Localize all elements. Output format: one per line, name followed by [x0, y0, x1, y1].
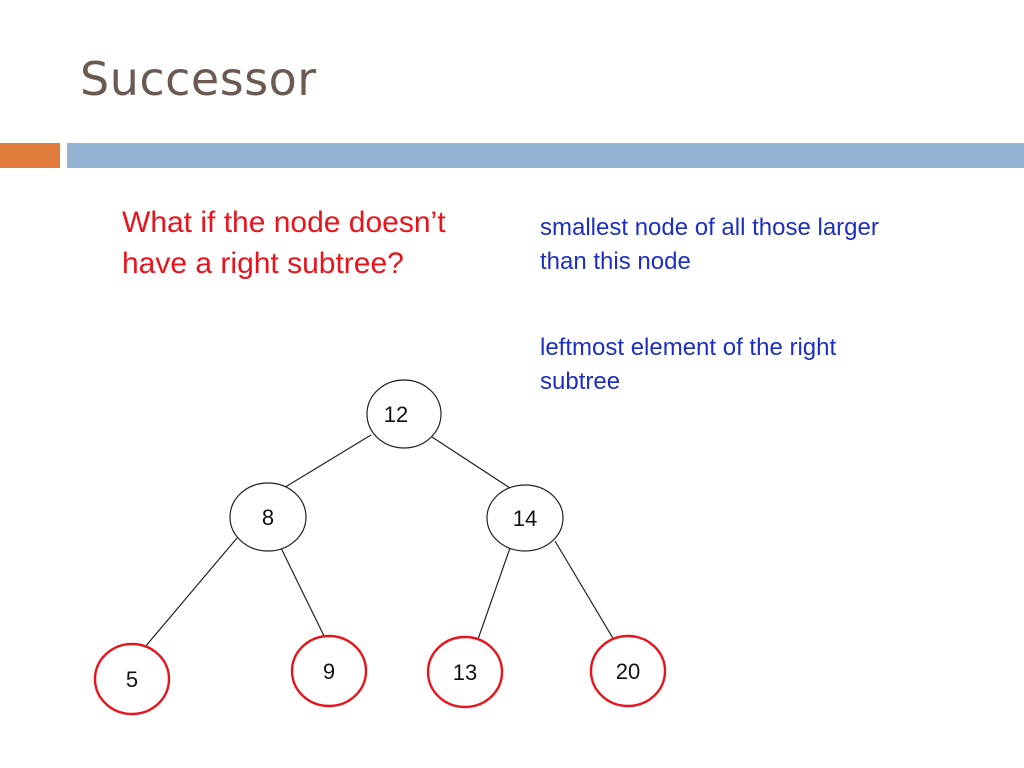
tree-edges — [144, 434, 615, 648]
tree-node-9: 9 — [290, 634, 368, 708]
note-definition: smallest node of all those larger than t… — [540, 214, 879, 275]
tree-node-14: 14 — [486, 484, 564, 552]
question-text: What if the node doesn’t have a right su… — [122, 206, 446, 280]
node-label: 12 — [384, 402, 408, 427]
tree-node-20: 20 — [589, 634, 667, 708]
tree-node-13: 13 — [426, 635, 504, 709]
node-circle — [426, 635, 504, 709]
edge-n14-n20 — [554, 540, 615, 641]
tree-node-12: 12 — [366, 379, 442, 449]
edge-n8-n5 — [144, 537, 238, 648]
node-circle — [589, 634, 667, 708]
tree-node-5: 5 — [93, 642, 171, 716]
slide-title: Successor — [80, 52, 317, 106]
edge-n12-n14 — [431, 436, 514, 491]
header-bar — [67, 143, 1024, 168]
accent-bar — [0, 143, 60, 168]
note-leftmost: leftmost element of the right subtree — [540, 334, 837, 395]
node-circle — [366, 379, 442, 449]
edge-n14-n13 — [476, 547, 511, 643]
node-label: 20 — [616, 659, 640, 684]
edge-n8-n9 — [280, 547, 327, 641]
tree-node-8: 8 — [229, 482, 307, 552]
node-circle — [486, 484, 564, 552]
node-label: 5 — [126, 667, 138, 692]
node-label: 13 — [453, 660, 477, 685]
node-circle — [229, 482, 307, 552]
edge-n12-n8 — [281, 434, 372, 490]
node-circle — [93, 642, 171, 716]
node-label: 9 — [323, 659, 335, 684]
node-circle — [290, 634, 368, 708]
node-label: 8 — [262, 505, 274, 530]
node-label: 14 — [513, 506, 537, 531]
tree-nodes: 12 8 14 5 9 13 20 — [93, 379, 667, 716]
